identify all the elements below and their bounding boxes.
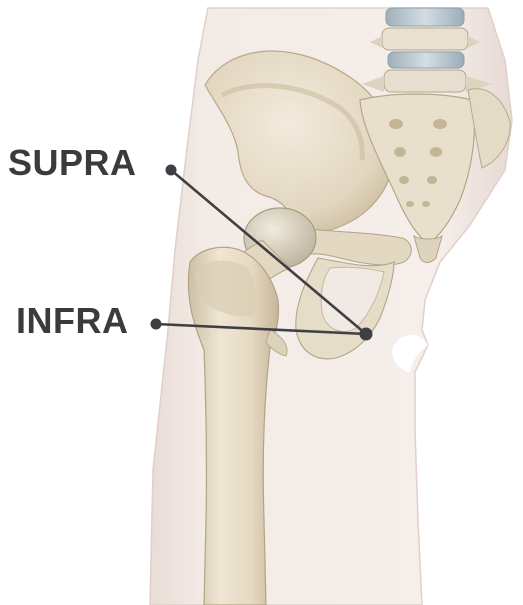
lesser-trochanter [265, 329, 288, 357]
infra-marker-dot [150, 318, 162, 330]
perineal-notch [392, 334, 428, 372]
supra-marker-dot [165, 164, 177, 176]
femur [187, 246, 280, 605]
ilium [204, 50, 393, 235]
sacrum [359, 93, 475, 245]
greater-trochanter-texture [195, 260, 256, 317]
infra-label: INFRA [16, 300, 129, 341]
sacral-foramina [389, 119, 447, 207]
coccyx [413, 234, 443, 263]
lumbar-vertebrae [362, 7, 492, 93]
target-point-dot [359, 327, 373, 341]
ilium-ridge [220, 83, 365, 161]
supra-label: SUPRA [8, 142, 137, 183]
infra-leader-line [155, 322, 367, 336]
obturator-foramen [320, 266, 385, 332]
ilium-right [467, 88, 511, 169]
supra-leader-line [170, 169, 367, 335]
pubic-ramus [299, 227, 412, 266]
